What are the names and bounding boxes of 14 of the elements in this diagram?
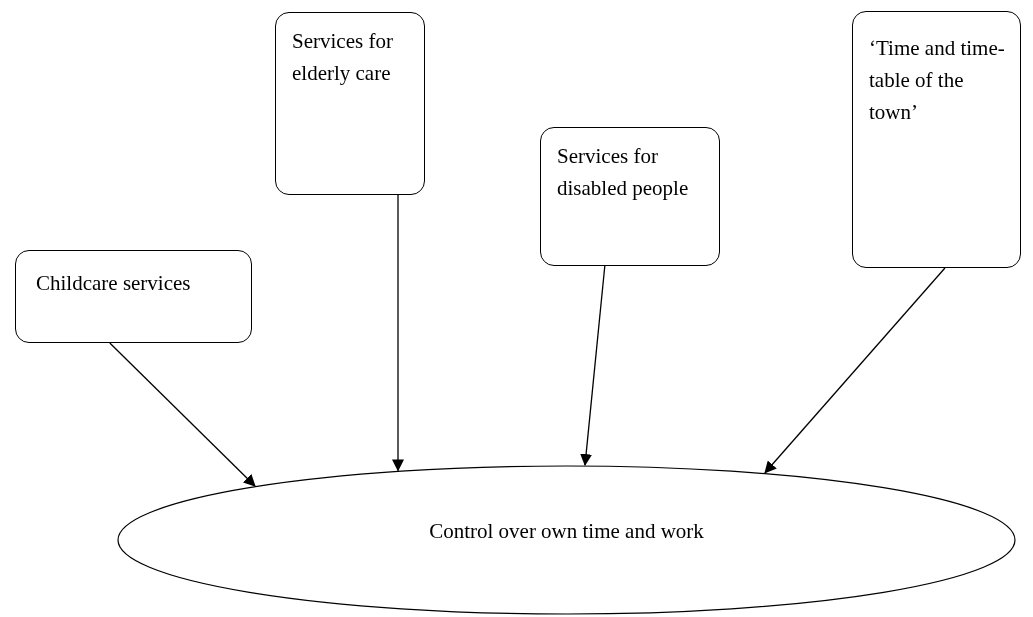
node-text: ‘Time and time-table of the town’ [869, 35, 1006, 126]
node-text: Control over own time and work [429, 518, 704, 546]
ellipse-node [117, 465, 1016, 615]
rounded-box [15, 250, 252, 343]
rounded-box [852, 11, 1021, 268]
rounded-box [540, 127, 720, 266]
arrow [109, 342, 256, 487]
arrow [580, 265, 606, 467]
arrow [764, 267, 946, 474]
node-text: Services for elderly care [292, 28, 394, 87]
node-text: Childcare services [36, 270, 192, 297]
node-text: Services for disabled people [557, 143, 690, 202]
rounded-box [275, 12, 425, 195]
arrow [392, 194, 404, 472]
